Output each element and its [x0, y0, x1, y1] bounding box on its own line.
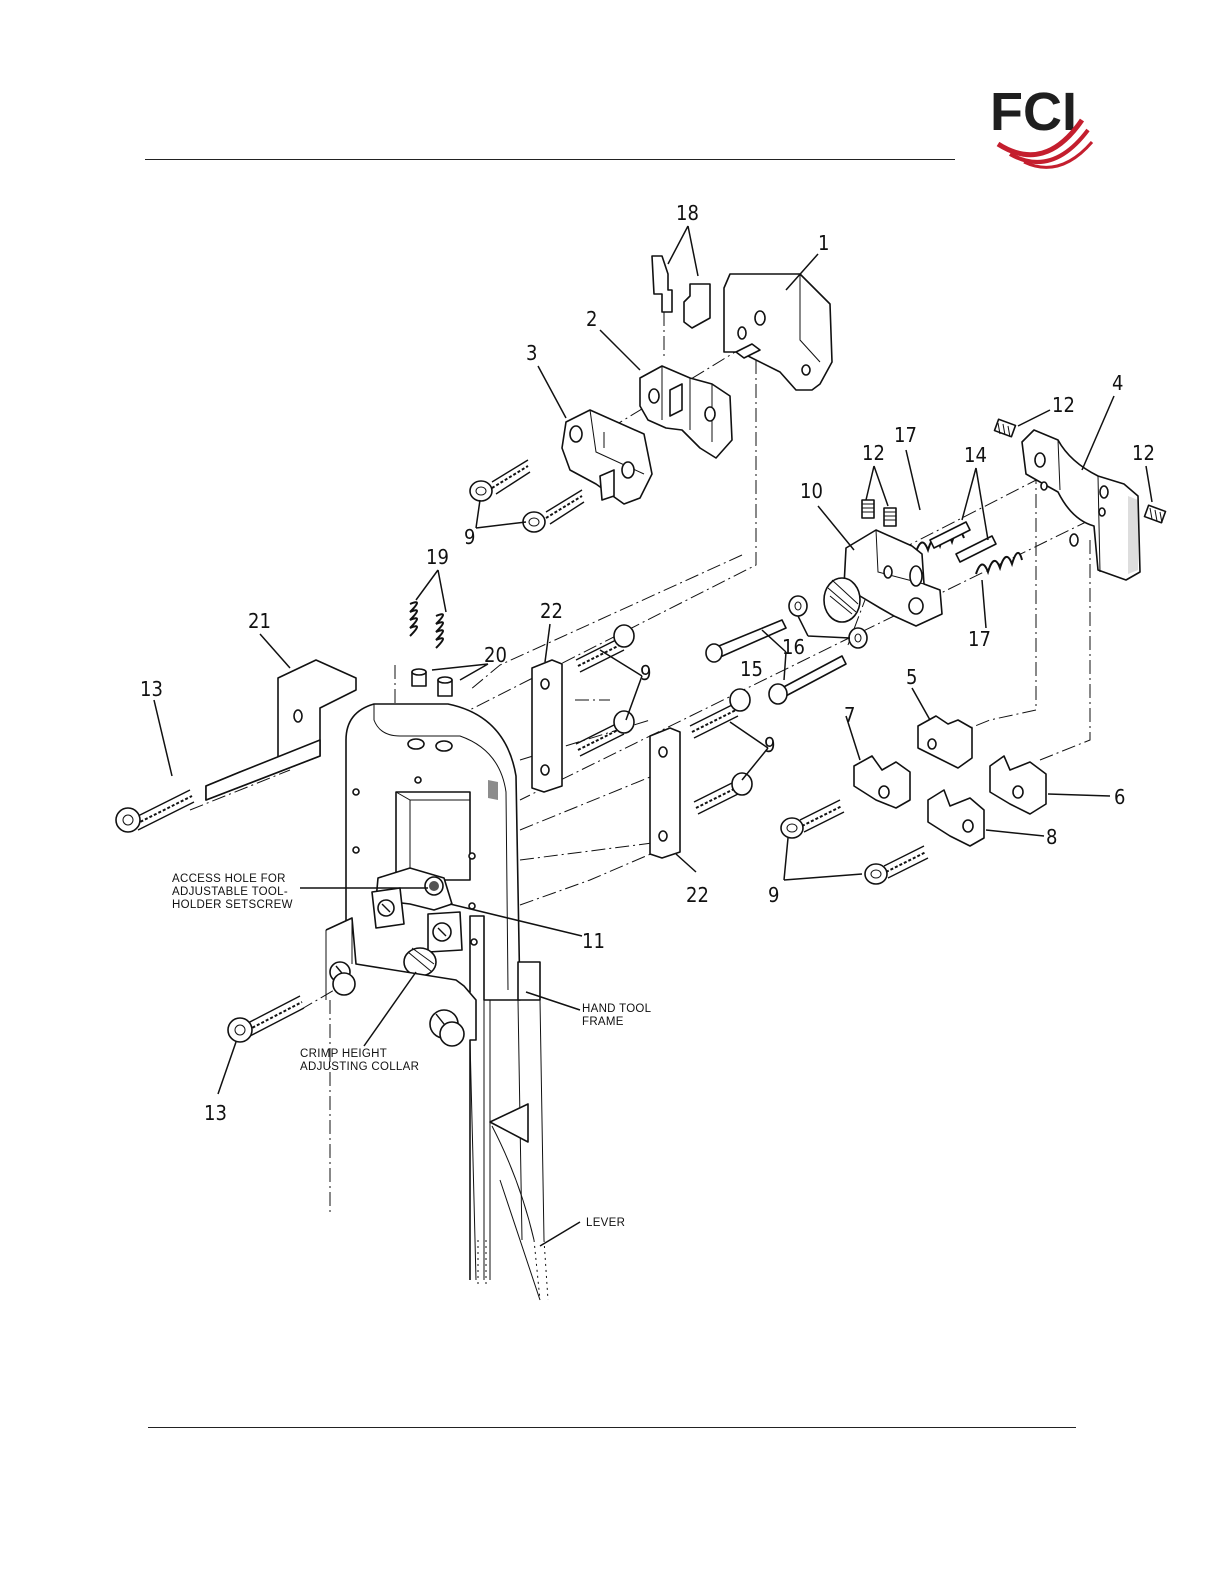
note-access-hole-line-3: HOLDER SETSCREW	[172, 899, 293, 911]
part-6-block	[990, 756, 1046, 814]
part-21-bracket	[206, 660, 356, 800]
callout-17: 17	[968, 627, 991, 651]
note-crimp-height-line-2: ADJUSTING COLLAR	[300, 1061, 419, 1073]
callout-9: 9	[764, 733, 775, 757]
callout-9: 9	[464, 525, 475, 549]
callout-8: 8	[1046, 825, 1057, 849]
callout-5: 5	[906, 665, 917, 689]
note-crimp-height-line-1: CRIMP HEIGHT	[300, 1048, 387, 1060]
callout-21: 21	[248, 609, 271, 633]
part-22-strap-upper	[532, 660, 562, 792]
callout-22: 22	[540, 599, 563, 623]
part-2-upper-die	[640, 366, 732, 458]
callout-1: 1	[818, 231, 829, 255]
callout-12: 12	[1052, 393, 1075, 417]
part-5-block	[918, 716, 972, 768]
part-18-locator-pins	[652, 256, 710, 328]
part-7-block	[854, 756, 910, 808]
part-8-block	[928, 790, 984, 846]
callout-20: 20	[484, 643, 507, 667]
callout-7: 7	[844, 703, 855, 727]
note-access-hole-line-1: ACCESS HOLE FOR	[172, 873, 286, 885]
part-9-cap-screws-lower-right	[781, 800, 928, 884]
note-hand-tool-frame-line-1: HAND TOOL	[582, 1003, 652, 1015]
part-13-cap-screw-lower	[228, 996, 304, 1042]
callout-13: 13	[140, 677, 163, 701]
callout-10: 10	[800, 479, 823, 503]
callout-14: 14	[964, 443, 987, 467]
callout-9: 9	[768, 883, 779, 907]
callout-12: 12	[1132, 441, 1155, 465]
callout-22: 22	[686, 883, 709, 907]
callout-16: 16	[782, 635, 805, 659]
callout-4: 4	[1112, 371, 1123, 395]
callout-18: 18	[676, 201, 699, 225]
callout-3: 3	[526, 341, 537, 365]
callout-labels: 1 2 3 4 5 6 7 8 9 9 9 9 10 11 12 12 12 1…	[140, 201, 1155, 1125]
part-1-die-holder	[724, 274, 832, 390]
part-22-strap-lower	[650, 728, 680, 858]
callout-19: 19	[426, 545, 449, 569]
callout-9: 9	[640, 661, 651, 685]
callout-15: 15	[740, 657, 763, 681]
part-4-end-plate	[1022, 430, 1140, 580]
callout-17: 17	[894, 423, 917, 447]
part-15-shoulder-bolts	[706, 620, 846, 704]
callout-2: 2	[586, 307, 597, 331]
part-13-cap-screw-upper	[116, 790, 194, 832]
note-access-hole-line-2: ADJUSTABLE TOOL-	[172, 886, 288, 898]
note-lever: LEVER	[586, 1217, 625, 1229]
part-19-springs	[410, 602, 443, 648]
part-9-cap-screws-upper	[470, 460, 584, 532]
callout-13: 13	[204, 1101, 227, 1125]
part-20-plungers	[412, 669, 452, 696]
part-3-die-block	[562, 410, 652, 504]
callout-12: 12	[862, 441, 885, 465]
note-hand-tool-frame-line-2: FRAME	[582, 1016, 624, 1028]
callout-6: 6	[1114, 785, 1125, 809]
callout-11: 11	[582, 929, 605, 953]
